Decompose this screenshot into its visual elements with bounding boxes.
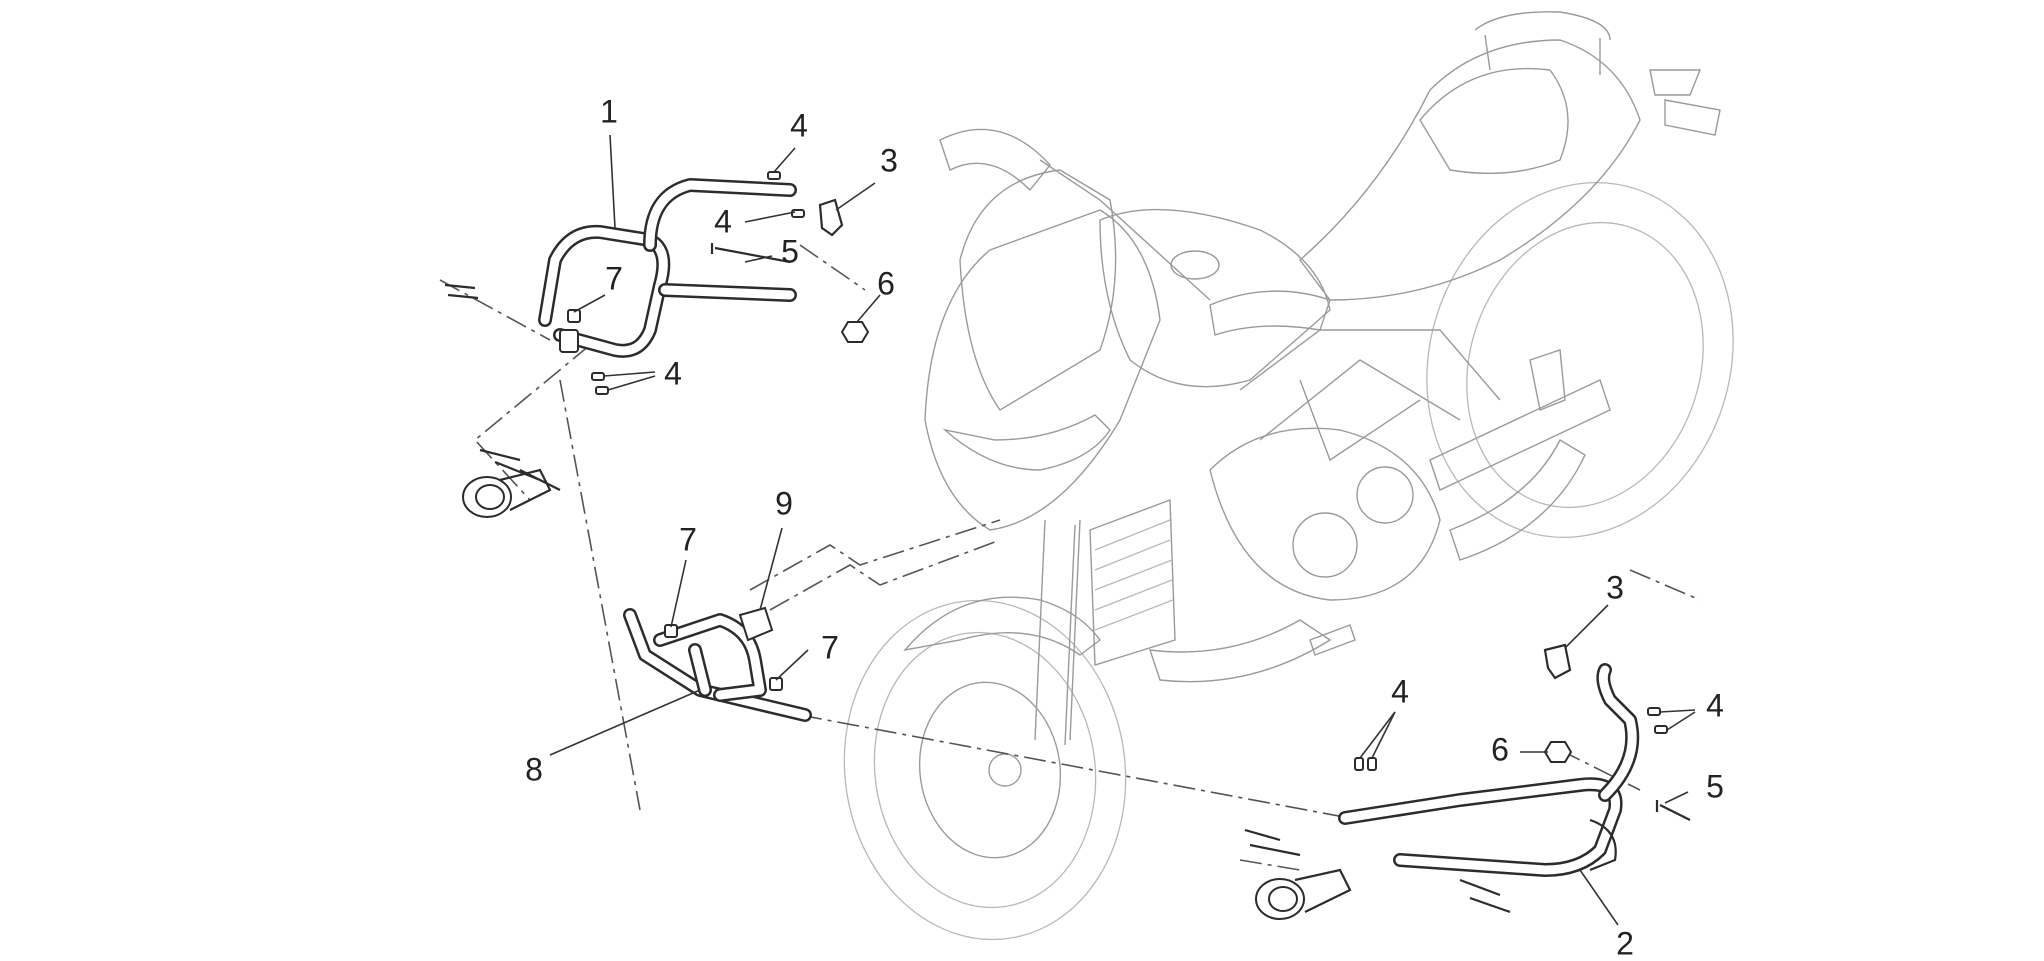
seat bbox=[1299, 39, 1641, 301]
rider-footpeg bbox=[1309, 624, 1356, 656]
leader-5a bbox=[744, 255, 773, 263]
pillion-grab-rail bbox=[1474, 11, 1611, 75]
front-wheel bbox=[843, 599, 1127, 941]
callout-labels: 1 2 3 3 4 4 4 4 4 5 5 6 6 7 7 7 8 9 bbox=[525, 93, 1724, 961]
leader-2 bbox=[1579, 869, 1619, 926]
assembly-lines bbox=[439, 244, 1701, 871]
leader-6a bbox=[856, 294, 881, 323]
front-wheel-inner bbox=[873, 631, 1097, 909]
callout-4-top: 4 bbox=[790, 107, 808, 143]
front-hub bbox=[988, 753, 1022, 787]
lower-crash-bar bbox=[1338, 663, 1640, 877]
rear-light bbox=[1649, 69, 1702, 96]
radiator bbox=[1089, 499, 1176, 666]
callout-7-upper: 7 bbox=[605, 260, 623, 296]
left-handguard bbox=[939, 128, 1051, 192]
rear-wheel bbox=[1426, 181, 1734, 539]
leader-7c bbox=[775, 649, 809, 681]
leader-4a bbox=[773, 147, 796, 173]
engine-block bbox=[1209, 427, 1441, 601]
callout-4-mid: 4 bbox=[714, 203, 732, 239]
callout-6-lower: 6 bbox=[1491, 731, 1509, 767]
brake-disc bbox=[918, 681, 1062, 859]
hardware bbox=[444, 171, 1691, 914]
callout-7-mid: 7 bbox=[679, 521, 697, 557]
callout-9: 9 bbox=[775, 485, 793, 521]
leader-lines bbox=[549, 134, 1696, 926]
engine-cover-right bbox=[1356, 466, 1414, 524]
callout-3-upper: 3 bbox=[880, 142, 898, 178]
trellis-frame bbox=[1239, 329, 1501, 462]
leader-8 bbox=[549, 689, 701, 756]
left-lower-crash-bar bbox=[623, 608, 812, 722]
callout-8: 8 bbox=[525, 751, 543, 787]
callout-2: 2 bbox=[1616, 925, 1634, 961]
leader-4c bbox=[603, 371, 656, 377]
leader-3b bbox=[1564, 604, 1609, 649]
rear-wheel-inner bbox=[1466, 221, 1704, 509]
right-handguard bbox=[1209, 290, 1331, 336]
callout-4-left: 4 bbox=[664, 355, 682, 391]
front-mudguard bbox=[903, 596, 1101, 656]
leader-9 bbox=[759, 527, 783, 611]
leader-4c2 bbox=[607, 375, 656, 391]
swingarm bbox=[1429, 379, 1611, 491]
fuel-cap bbox=[1170, 250, 1220, 280]
belly-pan bbox=[1148, 619, 1332, 683]
windscreen bbox=[959, 169, 1117, 411]
leader-4e bbox=[1659, 709, 1696, 713]
leader-5b bbox=[1664, 791, 1689, 804]
aux-light-left bbox=[462, 468, 552, 518]
leader-1 bbox=[609, 134, 616, 229]
callout-5-lower: 5 bbox=[1706, 768, 1724, 804]
leader-7b bbox=[670, 559, 687, 628]
tail-section bbox=[1419, 67, 1569, 175]
leader-3a bbox=[835, 182, 876, 211]
exhaust bbox=[1449, 439, 1586, 561]
pillion-footpeg bbox=[1529, 349, 1566, 411]
callout-1: 1 bbox=[600, 93, 618, 129]
leader-4d bbox=[1359, 711, 1396, 759]
upper-crash-bar bbox=[538, 178, 797, 358]
engine-cover-left bbox=[1292, 512, 1358, 578]
callout-6-upper: 6 bbox=[877, 265, 895, 301]
leader-4d2 bbox=[1371, 711, 1396, 759]
callout-4-lower: 4 bbox=[1391, 673, 1409, 709]
callout-5-upper: 5 bbox=[781, 233, 799, 269]
callout-7-lower: 7 bbox=[821, 629, 839, 665]
callout-3-lower: 3 bbox=[1606, 569, 1624, 605]
front-fork bbox=[1034, 519, 1081, 746]
radiator-fins bbox=[1094, 519, 1174, 631]
front-fairing bbox=[924, 209, 1161, 531]
motorcycle-outline bbox=[843, 11, 1734, 941]
leader-4e2 bbox=[1666, 711, 1696, 731]
headlight bbox=[942, 414, 1111, 471]
leader-7a bbox=[573, 294, 606, 313]
handlebar bbox=[1039, 159, 1211, 301]
callout-4-right: 4 bbox=[1706, 687, 1724, 723]
leader-4b bbox=[744, 211, 796, 223]
aux-light-right bbox=[1255, 868, 1352, 920]
fuel-tank bbox=[1099, 208, 1331, 388]
license-holder bbox=[1664, 99, 1721, 136]
